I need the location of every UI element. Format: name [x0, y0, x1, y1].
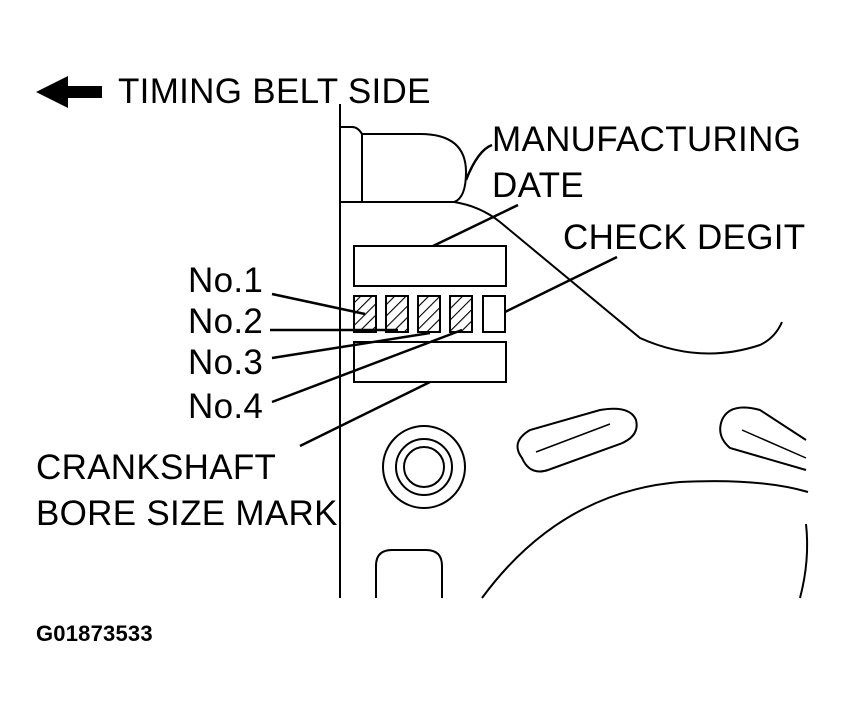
leader-no4	[271, 328, 463, 404]
leader-check-digit	[504, 255, 618, 314]
leader-mfg-bracket	[464, 143, 493, 181]
bore-mark-no2	[385, 295, 409, 333]
oil-slot-right-inner	[741, 429, 807, 459]
timing-belt-side-label: TIMING BELT SIDE	[118, 72, 431, 111]
casting-edge	[453, 201, 783, 355]
lower-slot	[375, 549, 443, 598]
no4-label: No.4	[188, 387, 264, 426]
oil-slot-left	[516, 407, 638, 473]
manufacturing-date-label-line2: DATE	[492, 166, 584, 205]
casting-boss	[340, 126, 468, 203]
manufacturing-date-box	[353, 245, 507, 287]
leader-lines	[270, 143, 618, 448]
figure-id-label: G01873533	[36, 621, 153, 646]
no1-label: No.1	[188, 261, 264, 300]
left-arrow-icon	[36, 76, 102, 108]
no3-label: No.3	[188, 343, 264, 382]
crankshaft-bore-arc-right	[799, 523, 809, 599]
leader-manufacturing-date	[432, 203, 519, 248]
crankshaft-bore-arc	[481, 480, 809, 599]
oil-slot-right	[719, 406, 807, 471]
bore-size-marks	[353, 295, 506, 333]
bore-mark-no4	[449, 295, 473, 333]
manufacturing-date-label-line1: MANUFACTURING	[492, 120, 802, 159]
check-digit-label: CHECK DEGIT	[563, 218, 806, 257]
check-digit-box	[482, 295, 506, 333]
crankshaft-label-line2: BORE SIZE MARK	[36, 494, 338, 533]
bore-mark-no3	[417, 295, 441, 333]
oil-slot-left-inner	[535, 423, 611, 453]
leader-no1	[271, 292, 366, 316]
leader-no3	[271, 331, 431, 360]
crankshaft-label-line1: CRANKSHAFT	[36, 448, 277, 487]
leader-crankshaft	[299, 380, 431, 448]
bolt-hole	[382, 425, 466, 509]
no2-label: No.2	[188, 302, 264, 341]
